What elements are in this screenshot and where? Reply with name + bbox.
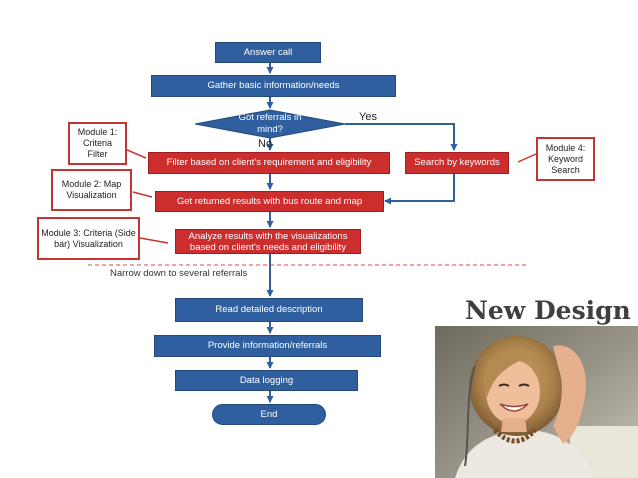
read-description-box: Read detailed description	[175, 298, 363, 322]
narrow-down-text: Narrow down to several referrals	[110, 268, 248, 279]
connector-module2	[132, 191, 153, 198]
analyze-box: Analyze results with the visualizations …	[175, 229, 361, 254]
yes-label: Yes	[359, 111, 377, 123]
arrow-search-results	[384, 174, 455, 205]
module-1-note: Module 1: Criteria Filter	[68, 122, 127, 165]
arrow-yes-search	[345, 123, 458, 151]
decision-label: Got referrals in mind?	[238, 112, 302, 135]
module-2-note: Module 2: Map Visualization	[51, 169, 132, 211]
new-design-title: New Design	[465, 296, 631, 325]
end-terminal: End	[212, 404, 326, 425]
search-box: Search by keywords	[405, 152, 509, 174]
connector-module4	[517, 153, 537, 163]
decision-diamond	[194, 109, 346, 139]
gather-info-box: Gather basic information/needs	[151, 75, 396, 97]
get-results-box: Get returned results with bus route and …	[155, 191, 384, 212]
module-3-note: Module 3: Criteria (Side bar) Visualizat…	[37, 217, 140, 260]
smiling-woman-photo	[435, 326, 638, 478]
connector-module3	[139, 237, 169, 244]
data-logging-box: Data logging	[175, 370, 358, 391]
no-label: No	[258, 138, 273, 150]
filter-box: Filter based on client’s requirement and…	[148, 152, 390, 174]
module-4-note: Module 4: Keyword Search	[536, 137, 595, 181]
provide-info-box: Provide information/referrals	[154, 335, 381, 357]
answer-call-box: Answer call	[215, 42, 321, 63]
